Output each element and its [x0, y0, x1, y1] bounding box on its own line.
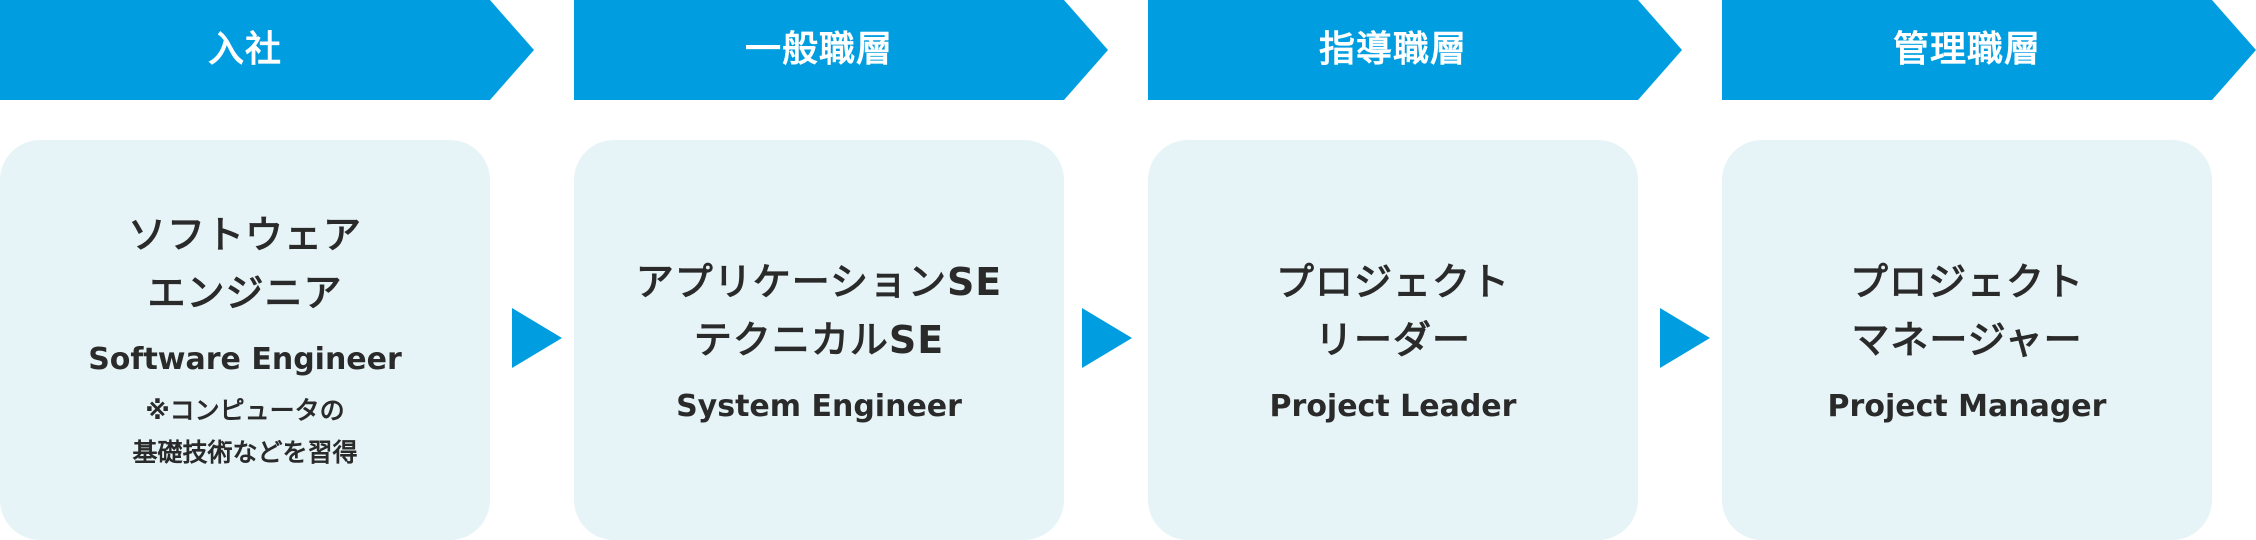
stage-header-label: 一般職層 — [744, 29, 893, 70]
stage-header-label: 指導職層 — [1318, 29, 1467, 70]
role-title-line: プロジェクト — [1849, 260, 2084, 304]
triangle-right-icon — [1082, 308, 1132, 368]
stage-header-label: 管理職層 — [1892, 29, 2041, 70]
role-note: ※コンピュータの 基礎技術などを習得 — [132, 390, 357, 474]
chevron-arrow-shape — [1722, 0, 2256, 100]
role-card: プロジェクト リーダー Project Leader — [1148, 140, 1638, 540]
role-title-line: ソフトウェア — [127, 213, 362, 257]
stage-header-chevron: 一般職層 — [574, 0, 1108, 100]
role-note-line: 基礎技術などを習得 — [132, 438, 358, 467]
role-note-line: ※コンピュータの — [145, 396, 345, 425]
career-stage-general: 一般職層 アプリケーションSE テクニカルSE System Engineer — [574, 0, 1148, 540]
chevron-arrow-shape — [574, 0, 1108, 100]
career-stage-entry: 入社 ソフトウェア エンジニア Software Engineer ※コンピュー… — [0, 0, 574, 540]
triangle-right-icon — [1660, 308, 1710, 368]
career-stage-manager: 管理職層 プロジェクト マネージャー Project Manager — [1722, 0, 2256, 540]
stage-header-chevron: 管理職層 — [1722, 0, 2256, 100]
chevron-arrow-shape — [0, 0, 534, 100]
role-title-english: System Engineer — [676, 389, 962, 424]
role-title-line: エンジニア — [147, 271, 343, 315]
stage-header-label: 入社 — [207, 29, 282, 70]
role-card: ソフトウェア エンジニア Software Engineer ※コンピュータの … — [0, 140, 490, 540]
stage-header-chevron: 入社 — [0, 0, 534, 100]
role-title-line: テクニカルSE — [693, 318, 945, 362]
stage-header-chevron: 指導職層 — [1148, 0, 1682, 100]
role-title-line: アプリケーションSE — [635, 260, 1003, 304]
role-title-line: リーダー — [1314, 318, 1471, 362]
role-title-line: プロジェクト — [1275, 260, 1510, 304]
role-title-english: Software Engineer — [88, 342, 402, 377]
role-title-english: Project Leader — [1269, 389, 1517, 424]
role-card: プロジェクト マネージャー Project Manager — [1722, 140, 2212, 540]
career-stage-leader: 指導職層 プロジェクト リーダー Project Leader — [1148, 0, 1722, 540]
triangle-right-icon — [512, 308, 562, 368]
chevron-arrow-shape — [1148, 0, 1682, 100]
role-title-english: Project Manager — [1827, 389, 2107, 424]
role-card: アプリケーションSE テクニカルSE System Engineer — [574, 140, 1064, 540]
role-title-line: マネージャー — [1851, 318, 2083, 362]
